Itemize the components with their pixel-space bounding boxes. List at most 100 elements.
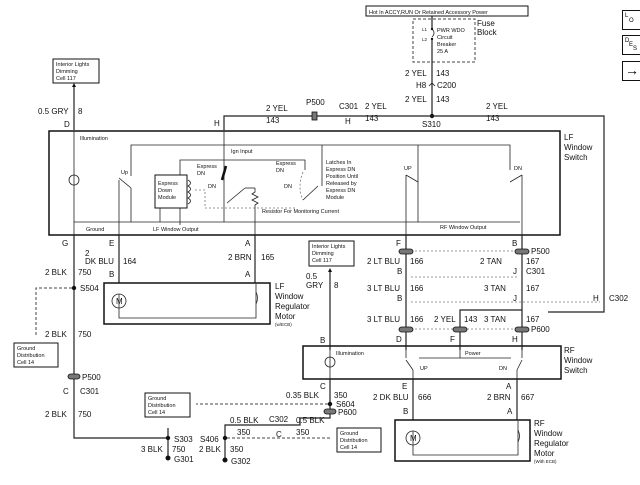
- circuit-number: 167: [526, 315, 540, 324]
- pin-b: B: [397, 267, 402, 276]
- title-line: Window: [275, 292, 304, 301]
- pin-f: F: [396, 239, 401, 248]
- pin-c: C: [63, 387, 69, 396]
- box-line: Ground: [340, 431, 358, 437]
- terminal-l2: L2: [422, 37, 428, 42]
- pin-g: G: [62, 239, 68, 248]
- connector-pin: H8: [416, 81, 427, 90]
- box-line: Cell 117: [56, 76, 76, 82]
- title-line: Motor: [534, 449, 555, 458]
- next-button[interactable]: →: [622, 61, 640, 81]
- lf-output-label: LF Window Output: [153, 227, 199, 233]
- location-button[interactable]: L O: [622, 10, 640, 30]
- latch-note-line: Released by: [326, 181, 357, 187]
- wire-label: 2 DK BLU: [373, 393, 409, 402]
- box-line: Ground: [148, 396, 166, 402]
- circuit-number: 350: [230, 445, 244, 454]
- pin-b: B: [397, 294, 402, 303]
- circuit-number: 167: [526, 284, 540, 293]
- module-line: Down: [158, 188, 172, 194]
- rf-motor-outline: [394, 419, 531, 462]
- ecb-icon: [517, 429, 520, 443]
- circuit-number: 667: [521, 393, 535, 402]
- interior-lights-mid: Interior Lights Dimming Cell 117 0.5 GRY…: [306, 240, 355, 350]
- circuit-number: 750: [78, 330, 92, 339]
- rf-switch-outline: [302, 345, 562, 380]
- circuit-number: 8: [78, 107, 83, 116]
- pin-e: E: [109, 239, 114, 248]
- c301-label: C301: [526, 267, 546, 276]
- pin-c: C: [276, 430, 282, 439]
- p600-connector-icon: [398, 326, 414, 333]
- ign-input-label: Ign Input: [231, 149, 253, 155]
- interior-lights-box[interactable]: [308, 240, 355, 267]
- circuit-number: 143: [464, 315, 478, 324]
- breaker-label-4: 25 A: [437, 49, 448, 55]
- box-line: Distribution: [17, 353, 45, 359]
- title-line: Regulator: [275, 302, 310, 311]
- interior-lights-box[interactable]: [52, 58, 100, 84]
- power-label: Power: [465, 351, 481, 357]
- pin-b: B: [320, 336, 325, 345]
- wire-label: 2 BRN: [487, 393, 511, 402]
- title-line: LF: [564, 133, 573, 142]
- box-line: Cell 14: [340, 445, 357, 451]
- pin-h: H: [214, 119, 220, 128]
- pin-h: H: [512, 335, 518, 344]
- title-line: Window: [564, 143, 593, 152]
- rf-dn-label: DN: [514, 166, 522, 172]
- wire-label: 2 BLK: [45, 410, 67, 419]
- rf-dn-contact: [509, 174, 523, 183]
- p600-label: P600: [531, 325, 550, 334]
- express-dn-label: Express: [276, 161, 296, 167]
- hot-in-label-box: [365, 5, 529, 17]
- pin-j: J: [513, 294, 517, 303]
- circuit-number: 666: [418, 393, 432, 402]
- title-line: Window: [534, 429, 563, 438]
- wire-label: 2 YEL: [434, 315, 456, 324]
- ground-distribution-box[interactable]: [144, 392, 191, 418]
- box-line: Interior Lights: [312, 244, 346, 250]
- circuit-number: 166: [410, 284, 424, 293]
- ground-distribution-box[interactable]: [336, 427, 382, 453]
- circuit-number: 166: [410, 315, 424, 324]
- box-line: Distribution: [340, 438, 368, 444]
- location-icon: L: [625, 13, 629, 19]
- splice-s406: [222, 435, 228, 441]
- circuit-number: 750: [172, 445, 186, 454]
- breaker-label-3: Breaker: [437, 42, 456, 48]
- rf-output-label: RF Window Output: [440, 225, 487, 231]
- title-line: RF: [564, 346, 575, 355]
- circuit-number: 750: [78, 410, 92, 419]
- c301-label: C301: [80, 387, 100, 396]
- pin-a: A: [507, 407, 513, 416]
- splice-s303: [165, 435, 171, 441]
- ecb-icon: [255, 291, 258, 305]
- resistor-note: Resistor For Monitoring Current: [262, 209, 339, 215]
- module-line: Express: [158, 181, 178, 187]
- express-dn-label: Express: [197, 164, 217, 170]
- wire-label: 3 TAN: [484, 284, 506, 293]
- circuit-number: 143: [436, 69, 450, 78]
- resistor-icon: [251, 188, 259, 208]
- circuit-number: 8: [334, 281, 339, 290]
- p500-connector-icon: [398, 248, 414, 255]
- wire-label: 2 YEL: [365, 102, 387, 111]
- top-bus: 2 YEL 143 P500 C301 H 2 YEL 143 2 YEL 14…: [214, 98, 605, 313]
- breaker-label-1: PWR WDO: [437, 28, 466, 34]
- pin-a: A: [506, 382, 512, 391]
- description-button[interactable]: D E S: [622, 35, 640, 55]
- circuit-number: 350: [296, 428, 310, 437]
- box-line: Dimming: [312, 251, 334, 257]
- circuit-number: 143: [436, 95, 450, 104]
- p600-connector-icon: [323, 408, 337, 415]
- pin-a: A: [245, 239, 251, 248]
- wire-label: 2 YEL: [405, 95, 427, 104]
- wire-label: 2 YEL: [486, 102, 508, 111]
- ground-distribution-box[interactable]: [13, 342, 59, 368]
- pin-b: B: [109, 270, 114, 279]
- illumination-label: Illumination: [336, 351, 364, 357]
- wire-size: 2: [85, 249, 90, 258]
- dn-label: DN: [499, 366, 507, 372]
- note: (With ECB): [534, 459, 557, 464]
